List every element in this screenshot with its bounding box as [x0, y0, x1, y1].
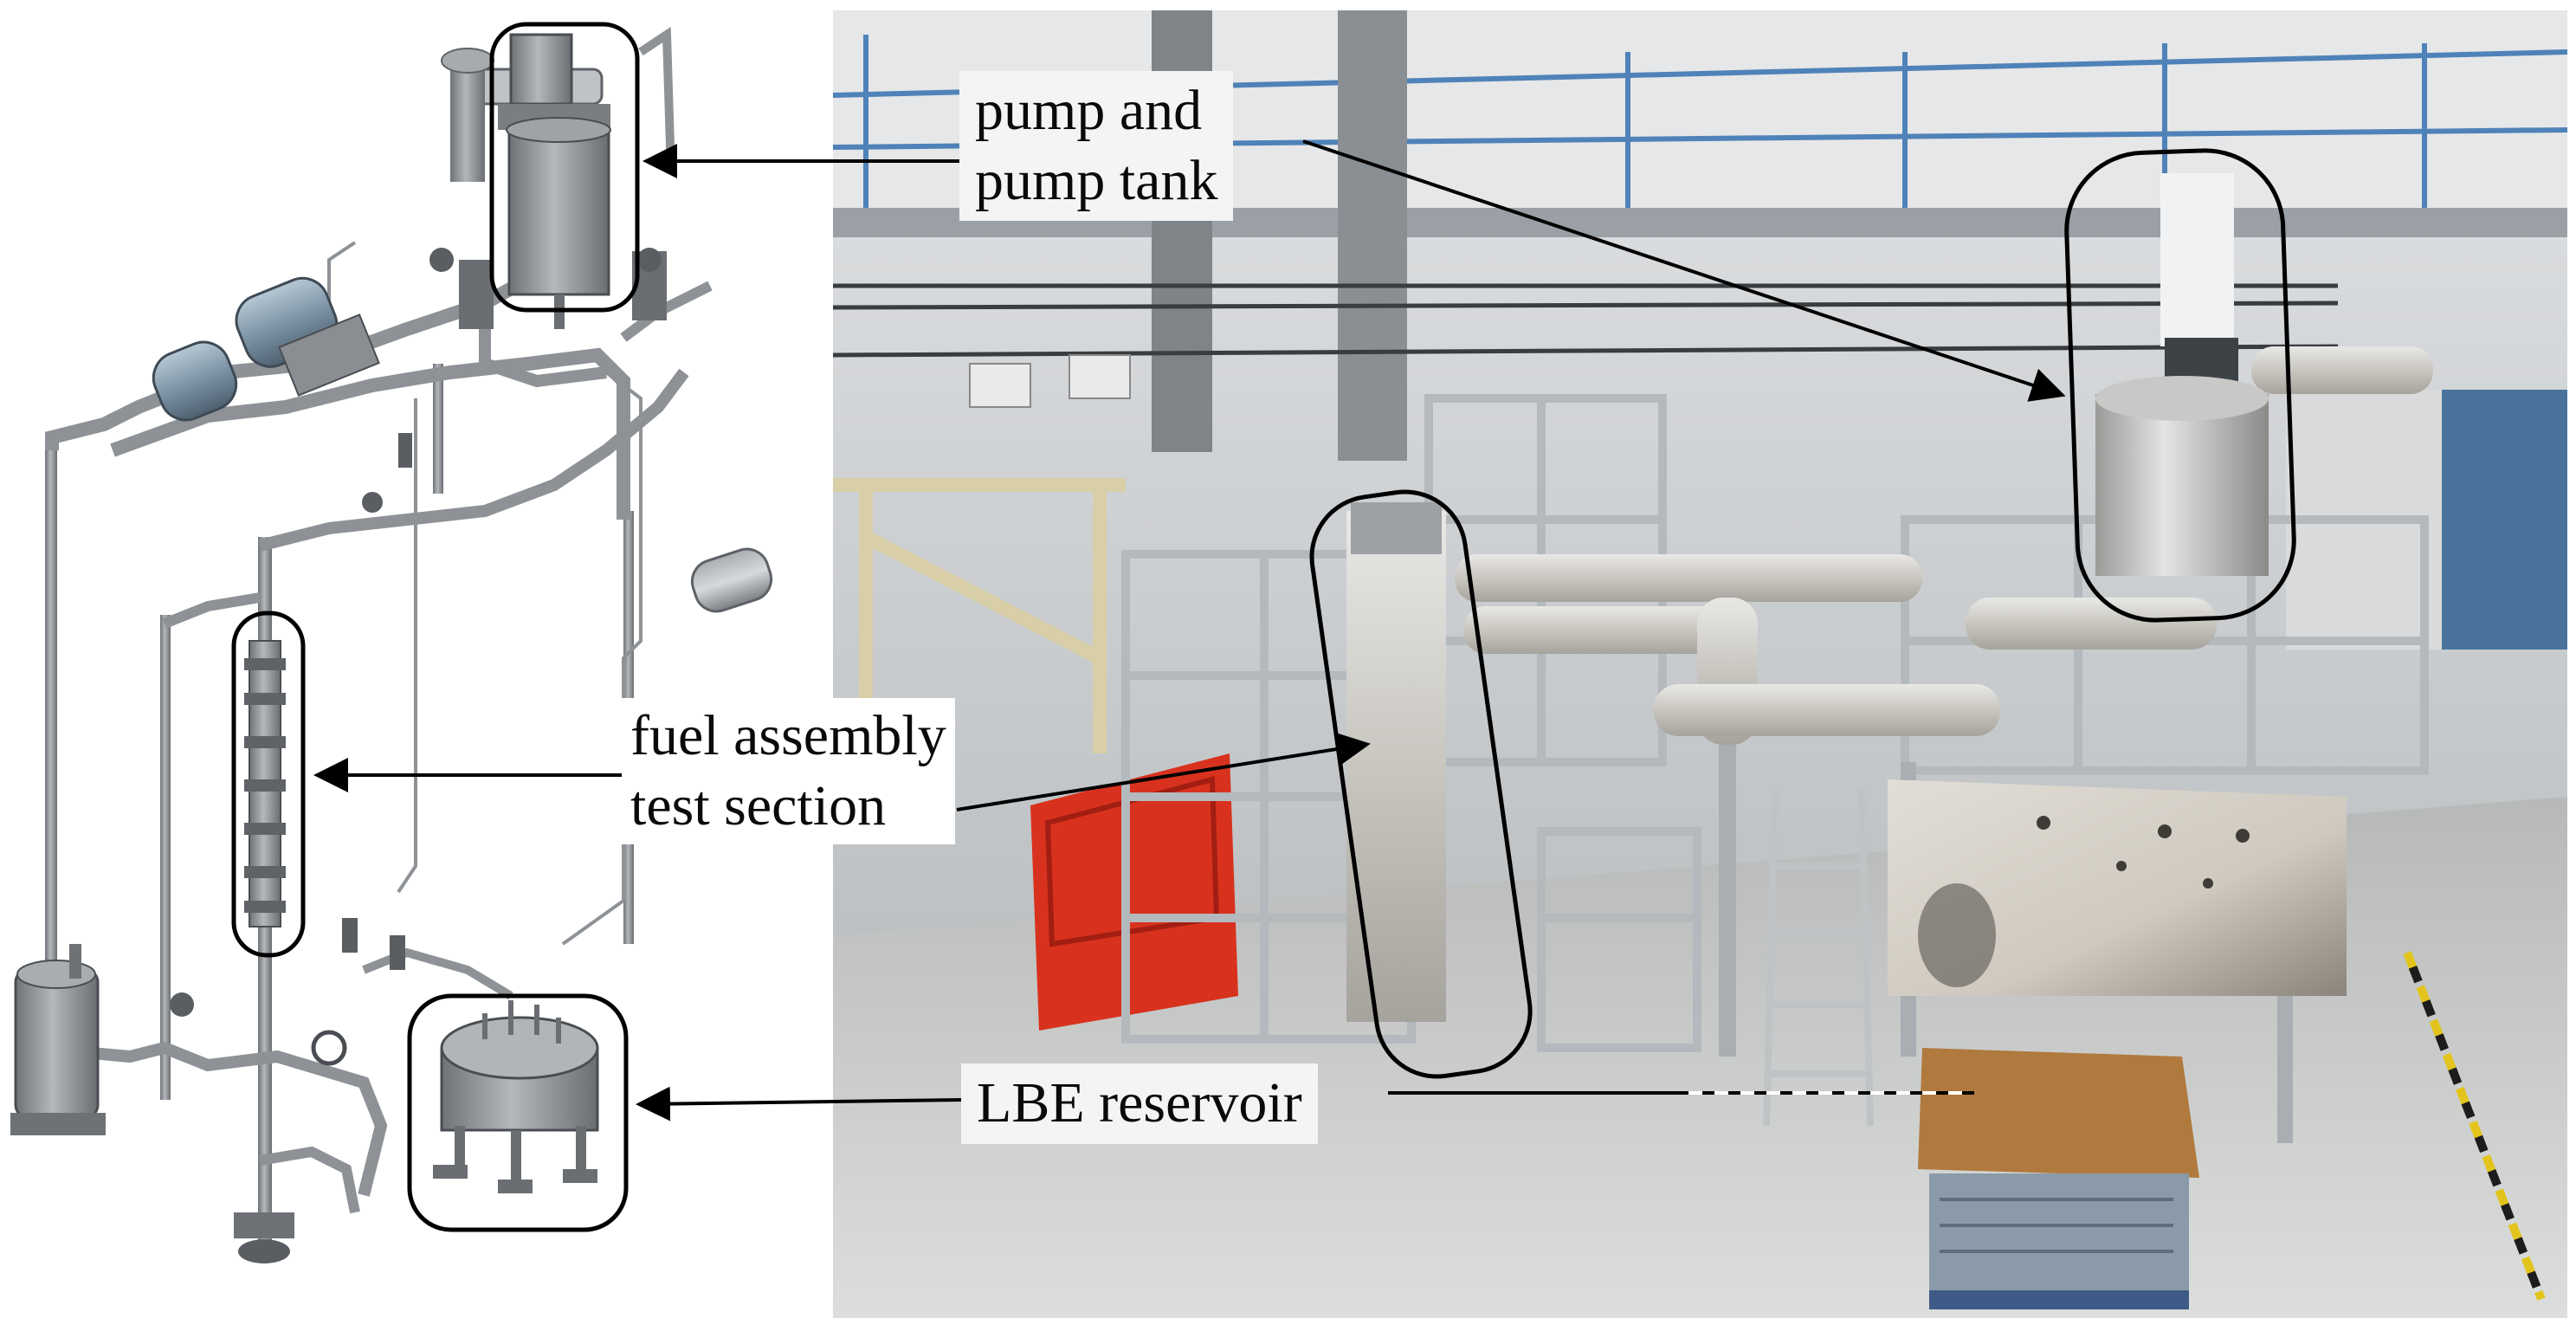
- lbe-reservoir-label: LBE reservoir: [961, 1063, 1318, 1144]
- fuel-label-line1: fuel assembly: [630, 704, 946, 767]
- pump-tank-label: pump and pump tank: [959, 71, 1234, 222]
- cad-model-drawing: [10, 22, 773, 1264]
- callout-arrows: [313, 139, 2066, 1121]
- fuel-label-line2: test section: [630, 773, 887, 837]
- pump-label-line1: pump and: [975, 79, 1203, 142]
- fuel-assembly-label: fuel assembly test section: [622, 698, 955, 845]
- lbe-label-text: LBE reservoir: [977, 1071, 1302, 1134]
- motor-icon: [152, 276, 380, 422]
- pump-label-line2: pump tank: [975, 148, 1218, 212]
